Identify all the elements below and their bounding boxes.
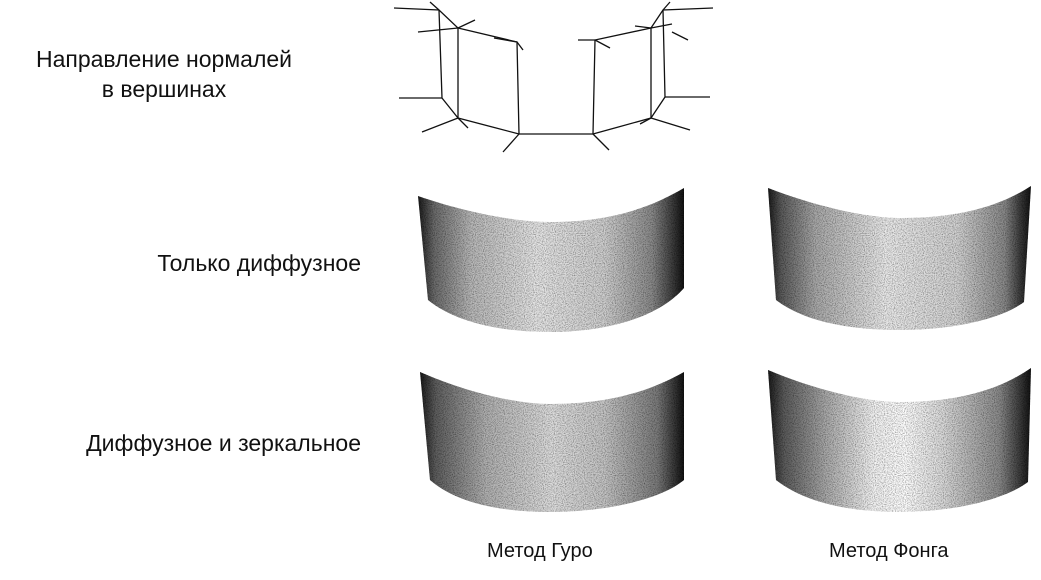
row-label-diffuse-only: Только диффузное bbox=[157, 250, 361, 276]
phong-specular-surface bbox=[768, 368, 1031, 512]
vertex-normals-wireframe bbox=[393, 1, 714, 153]
phong-diffuse-surface bbox=[768, 186, 1031, 330]
column-caption-phong: Метод Фонга bbox=[829, 540, 949, 562]
row-label-vertex-normals-line1: Направление нормалей bbox=[35, 46, 293, 72]
gouraud-specular-surface bbox=[420, 372, 684, 512]
row-label-vertex-normals: Направление нормалей в вершинах bbox=[8, 44, 320, 104]
gouraud-diffuse-surface bbox=[418, 188, 684, 332]
row-label-vertex-normals-line2: в вершинах bbox=[101, 76, 227, 102]
column-caption-gouraud: Метод Гуро bbox=[487, 540, 593, 562]
row-label-diffuse-specular: Диффузное и зеркальное bbox=[86, 430, 361, 456]
